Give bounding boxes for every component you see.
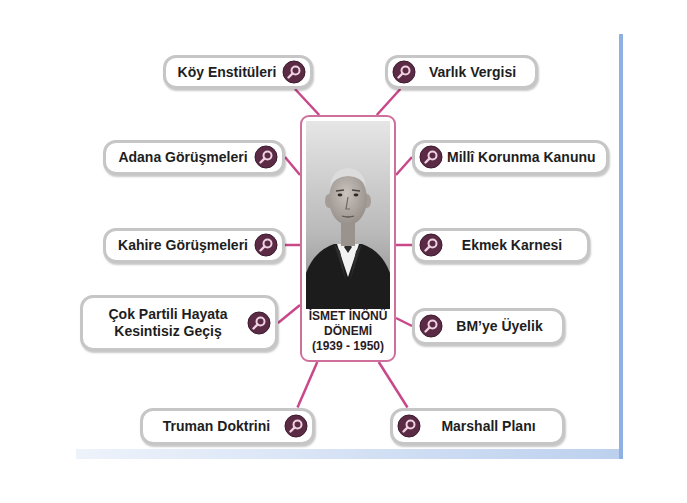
- magnifier-icon: [254, 233, 278, 257]
- topic-label: Köy Enstitüleri: [178, 64, 277, 81]
- magnifier-icon: [419, 233, 443, 257]
- magnifier-icon: [254, 145, 278, 169]
- topic-pill: Ekmek Karnesi: [412, 228, 590, 263]
- topic-pill: BM’ye Üyelik: [412, 308, 565, 345]
- period-card: İSMET İNÖNÜ DÖNEMİ(1939 - 1950): [300, 115, 396, 362]
- topic-label: Varlık Vergisi: [429, 64, 516, 81]
- link-line: [379, 362, 408, 408]
- topic-pill: Köy Enstitüleri: [163, 55, 313, 89]
- side-rule: [619, 34, 623, 459]
- link-line: [396, 318, 412, 326]
- magnifier-icon: [419, 145, 443, 169]
- topic-label: Adana Görüşmeleri: [118, 149, 247, 166]
- topic-pill: Millî Korunma Kanunu: [412, 140, 609, 175]
- link-line: [298, 362, 318, 408]
- magnifier-icon: [247, 311, 271, 335]
- topic-pill: Varlık Vergisi: [385, 55, 538, 89]
- topic-label: Marshall Planı: [441, 418, 535, 435]
- bottom-band: [76, 449, 622, 459]
- topic-pill: Kahire Görüşmeleri: [103, 228, 285, 263]
- topic-label: Kahire Görüşmeleri: [118, 237, 248, 254]
- link-line: [377, 89, 401, 115]
- topic-label: Millî Korunma Kanunu: [447, 149, 596, 166]
- topic-label: Truman Doktrini: [163, 418, 270, 435]
- link-line: [285, 244, 300, 247]
- magnifier-icon: [282, 60, 306, 84]
- topic-pill: Truman Doktrini: [140, 408, 315, 445]
- magnifier-icon: [397, 414, 421, 438]
- topic-pill: Adana Görüşmeleri: [103, 140, 285, 175]
- magnifier-icon: [419, 314, 443, 338]
- magnifier-icon: [392, 60, 416, 84]
- link-line: [396, 157, 412, 175]
- topic-pill: Marshall Planı: [390, 408, 565, 445]
- period-title: (1939 - 1950): [306, 339, 390, 354]
- topic-label: Ekmek Karnesi: [462, 237, 562, 254]
- link-line: [285, 157, 300, 175]
- portrait-photo: [306, 121, 390, 309]
- link-line: [396, 244, 412, 247]
- period-title: İSMET İNÖNÜ DÖNEMİ: [306, 309, 390, 339]
- topic-pill: Çok Partili Hayata Kesintisiz Geçiş: [80, 295, 278, 351]
- magnifier-icon: [284, 414, 308, 438]
- link-line: [295, 89, 319, 115]
- topic-label: Çok Partili Hayata Kesintisiz Geçiş: [93, 306, 243, 340]
- link-line: [278, 305, 300, 323]
- topic-label: BM’ye Üyelik: [456, 318, 542, 335]
